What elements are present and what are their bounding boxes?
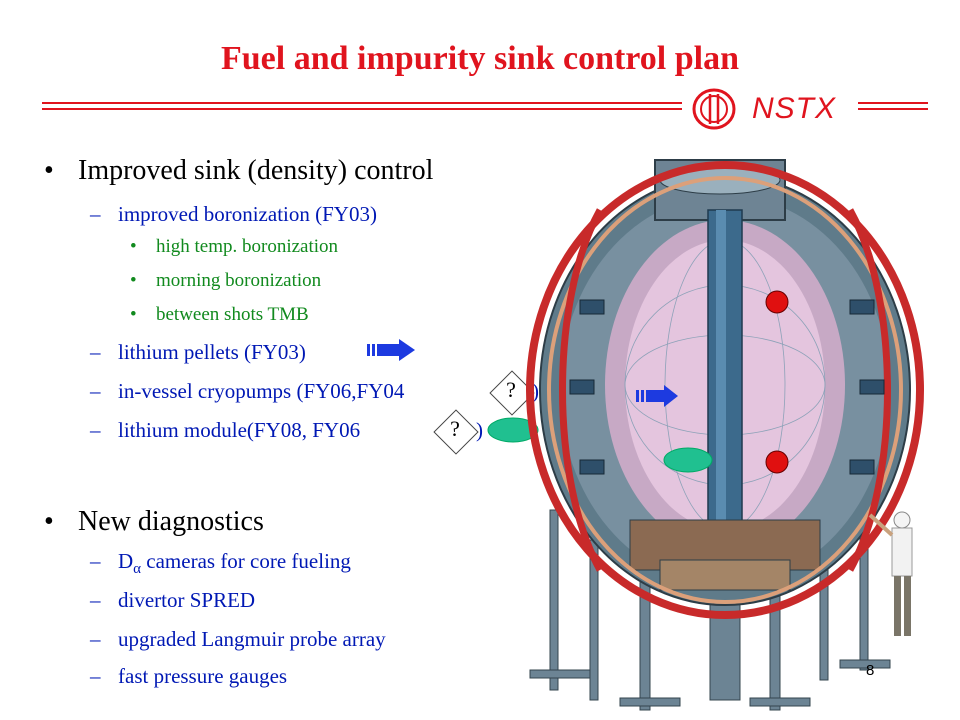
header-rule-bottom-left xyxy=(42,108,682,110)
list-item: –improved boronization (FY03) xyxy=(90,202,377,226)
list-item: –Dα cameras for core fueling xyxy=(90,549,351,578)
bullet-dot: • xyxy=(44,155,54,186)
arrow-right-icon xyxy=(367,339,415,361)
question-mark: ? xyxy=(450,416,460,441)
item-text: lithium module(FY08, FY06 xyxy=(118,418,361,442)
logo-text: NSTX xyxy=(752,92,837,125)
item-text: in-vessel cryopumps (FY06,FY04 xyxy=(118,379,405,403)
header-rule-top-right xyxy=(858,102,928,104)
item-suffix: ) xyxy=(532,379,539,403)
greek-alpha: α xyxy=(133,561,142,578)
list-item: –in-vessel cryopumps (FY06,FY04 xyxy=(90,379,405,403)
person-figure xyxy=(868,511,913,636)
item-text: upgraded Langmuir probe array xyxy=(118,627,386,651)
item-suffix: ) xyxy=(476,418,483,442)
header-rule-bottom-right xyxy=(858,108,928,110)
list-item: –fast pressure gauges xyxy=(90,664,288,688)
list-item: –lithium module(FY08, FY06 xyxy=(90,418,361,442)
item-text: morning boronization xyxy=(156,270,322,291)
list-item: –lithium pellets (FY03) xyxy=(90,340,306,364)
header-rule-top-left xyxy=(42,102,682,104)
item-prefix: D xyxy=(118,549,134,573)
question-mark: ? xyxy=(506,377,516,402)
list-item: –upgraded Langmuir probe array xyxy=(90,627,386,651)
nstx-logo-icon xyxy=(692,88,736,130)
page-number: 8 xyxy=(866,662,875,679)
item-text: lithium pellets (FY03) xyxy=(118,340,306,364)
item-text: high temp. boronization xyxy=(156,236,339,257)
item-text: fast pressure gauges xyxy=(118,664,288,688)
list-item: •between shots TMB xyxy=(130,304,309,325)
item-text: improved boronization (FY03) xyxy=(118,202,377,226)
bullet-text: Improved sink (density) control xyxy=(78,155,434,186)
item-text: between shots TMB xyxy=(156,304,309,325)
item-text: cameras for core fueling xyxy=(141,549,351,573)
bullet-dot: • xyxy=(44,506,54,537)
list-item: •morning boronization xyxy=(130,270,322,291)
green-marker-icon xyxy=(487,417,539,443)
slide-title: Fuel and impurity sink control plan xyxy=(221,40,739,77)
bullet-text: New diagnostics xyxy=(78,506,264,537)
item-text: divertor SPRED xyxy=(118,588,256,612)
list-item: –divertor SPRED xyxy=(90,588,256,612)
list-item: •high temp. boronization xyxy=(130,236,339,257)
nstx-device-illustration xyxy=(526,159,924,711)
